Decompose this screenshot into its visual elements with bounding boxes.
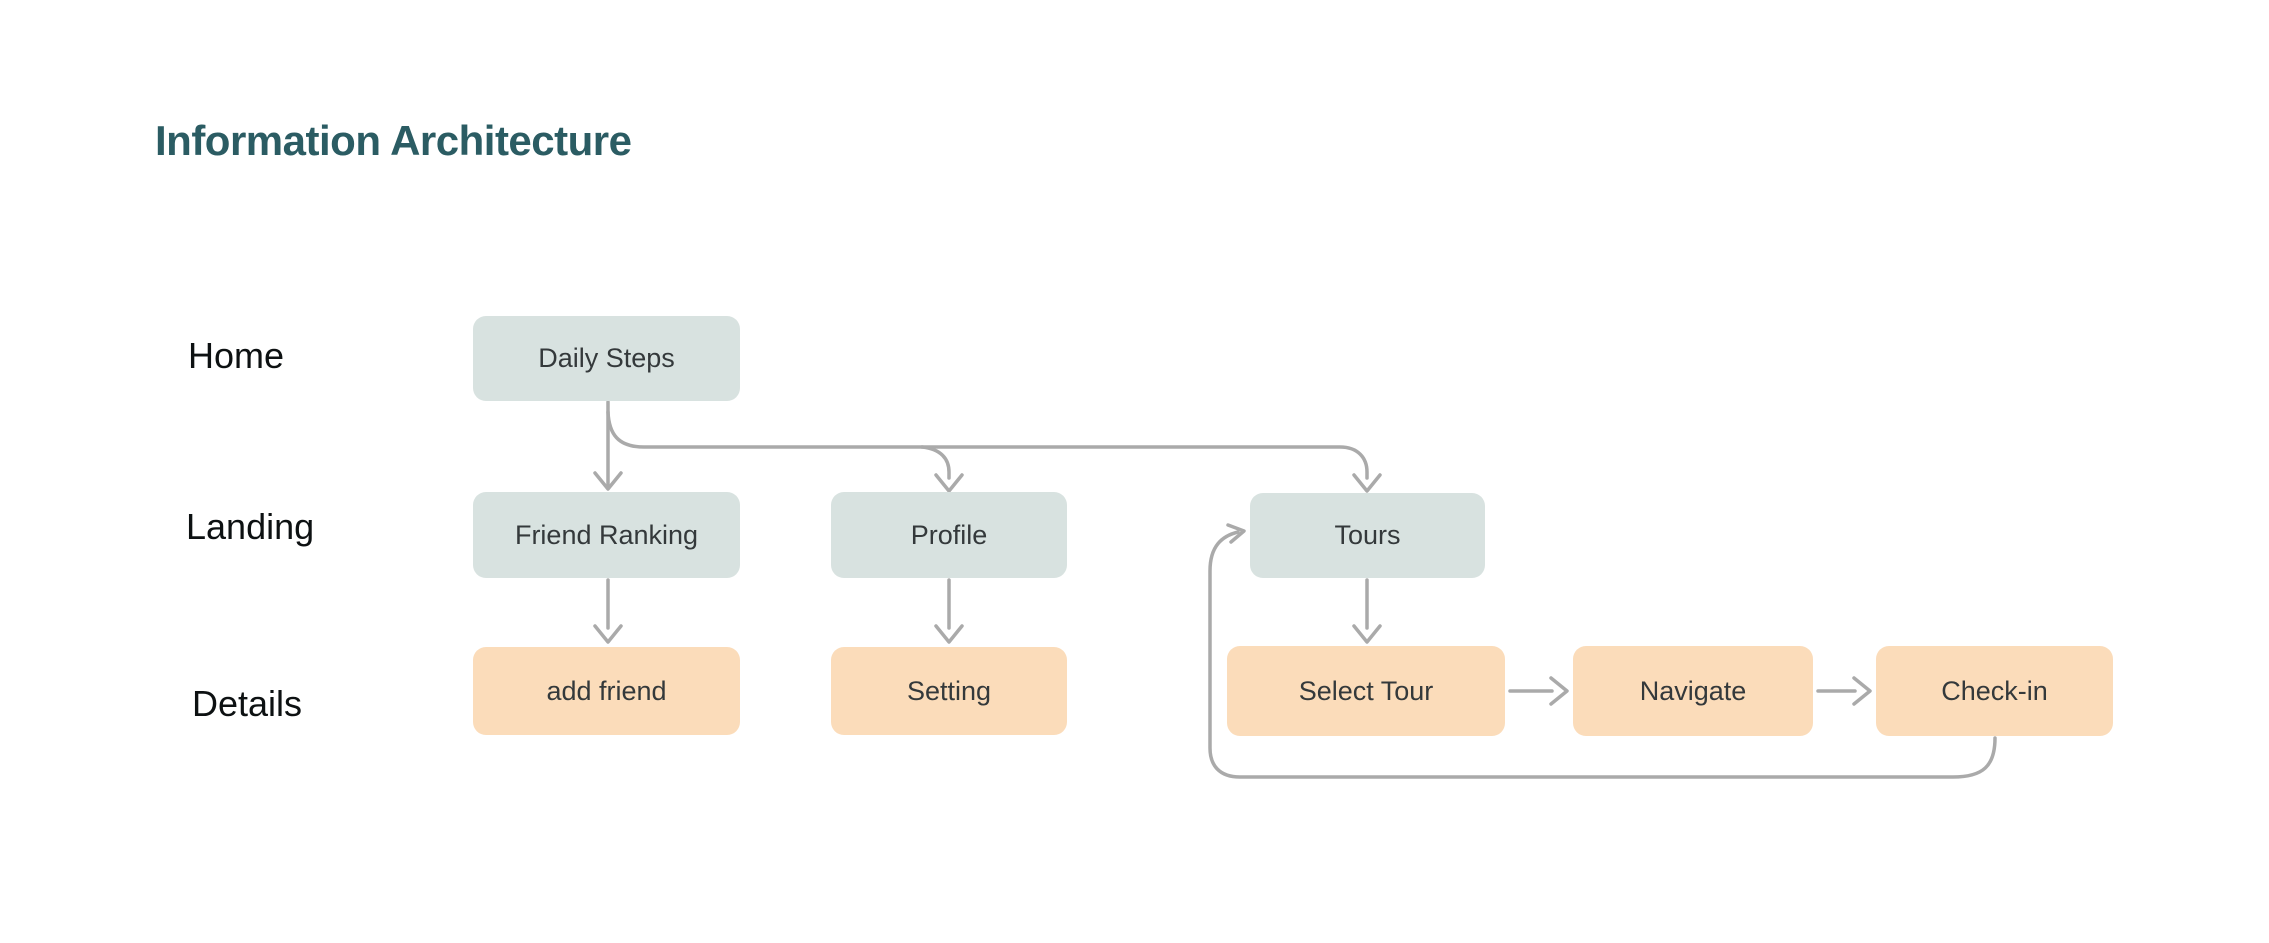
node-select-tour-label: Select Tour (1298, 675, 1434, 706)
node-friend-ranking-label: Friend Ranking (514, 519, 699, 550)
node-profile: Profile (831, 492, 1067, 578)
node-friend-ranking: Friend Ranking (473, 492, 740, 578)
edge-select-tour-to-navigate (1508, 676, 1569, 706)
node-profile-label: Profile (910, 519, 988, 550)
node-check-in-label: Check-in (1941, 675, 2048, 706)
node-tours-label: Tours (1334, 520, 1401, 550)
node-daily-steps-label: Daily Steps (538, 343, 675, 373)
edge-navigate-to-check-in (1816, 676, 1872, 706)
node-navigate-label: Navigate (1639, 675, 1747, 706)
edge-profile-to-setting (934, 578, 964, 644)
edge-check-in-to-tours (1208, 523, 1997, 779)
node-tours: Tours (1250, 493, 1485, 578)
node-setting: Setting (831, 647, 1067, 735)
node-setting-label: Setting (906, 675, 992, 706)
node-check-in: Check-in (1876, 646, 2113, 736)
node-navigate: Navigate (1573, 646, 1813, 736)
node-select-tour: Select Tour (1227, 646, 1505, 736)
edge-daily-steps-to-tours (606, 410, 1382, 493)
page-title: Information Architecture (155, 117, 632, 164)
node-add-friend: add friend (473, 647, 740, 735)
edge-daily-steps-to-profile (920, 445, 964, 493)
edge-tours-to-select-tour (1352, 578, 1382, 644)
node-add-friend-label: add friend (546, 675, 667, 706)
row-label-landing: Landing (186, 506, 315, 547)
node-daily-steps: Daily Steps (473, 316, 740, 401)
row-label-home: Home (188, 335, 285, 376)
row-label-details: Details (192, 683, 303, 724)
edge-friend-ranking-to-add-friend (593, 578, 623, 644)
